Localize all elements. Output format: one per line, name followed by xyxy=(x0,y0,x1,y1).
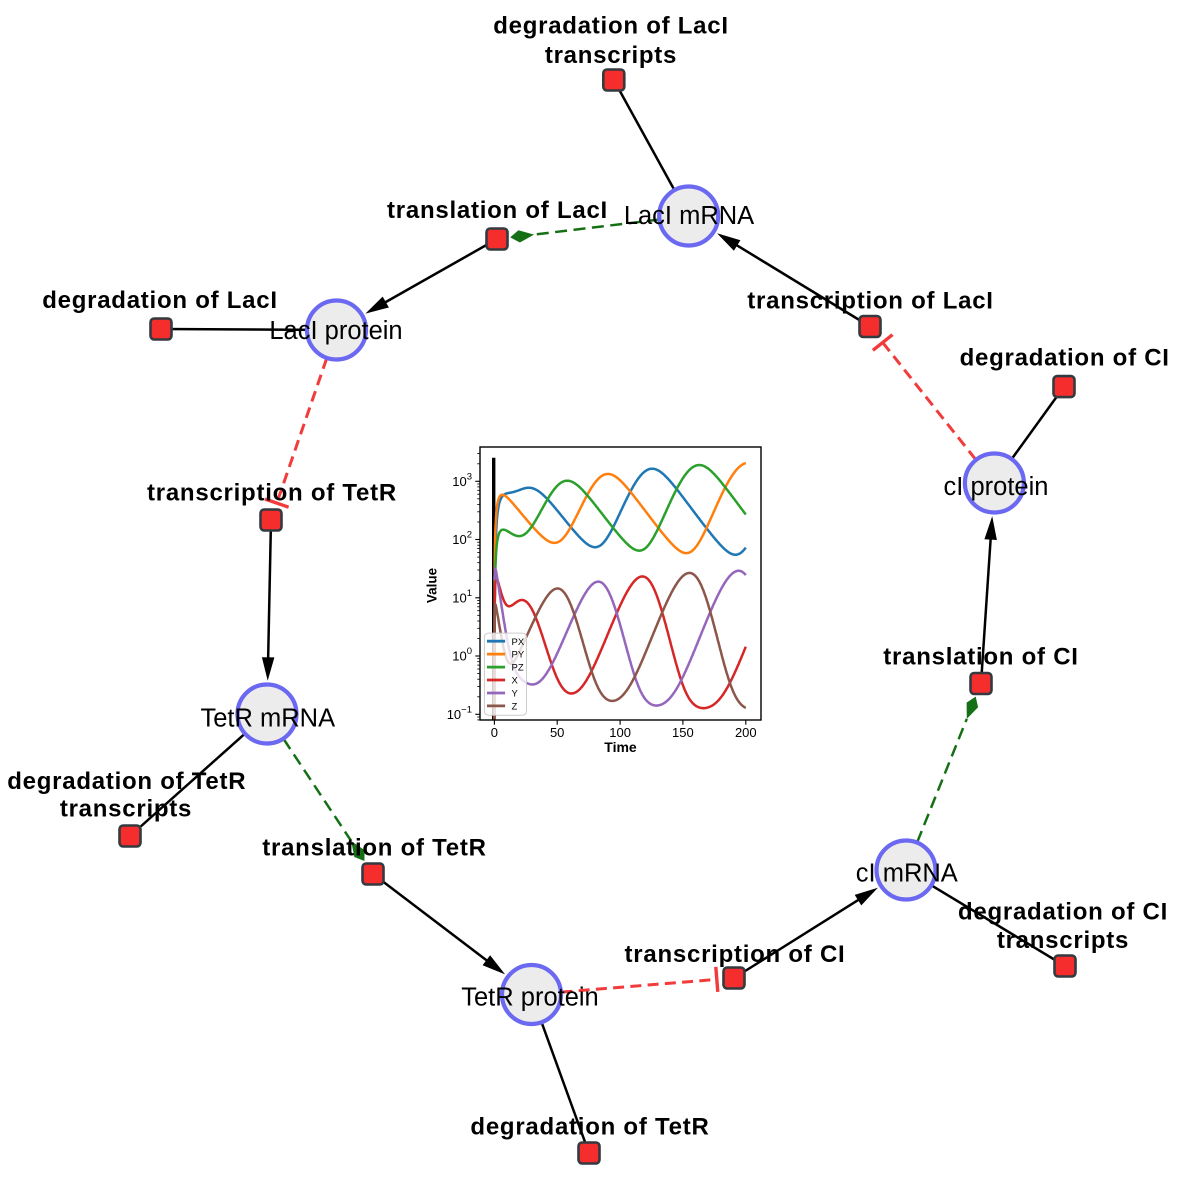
svg-text:degradation of TetR: degradation of TetR xyxy=(470,1114,709,1141)
svg-text:degradation of LacI: degradation of LacI xyxy=(42,287,278,314)
svg-text:transcription of LacI: transcription of LacI xyxy=(747,288,993,315)
svg-text:100: 100 xyxy=(609,725,631,740)
svg-text:Y: Y xyxy=(512,689,519,700)
svg-text:degradation of LacI: degradation of LacI xyxy=(493,13,729,40)
svg-text:degradation of CI: degradation of CI xyxy=(960,345,1170,372)
svg-text:translation of LacI: translation of LacI xyxy=(387,197,608,224)
svg-text:cI mRNA: cI mRNA xyxy=(856,860,958,888)
svg-text:PZ: PZ xyxy=(512,663,524,674)
svg-text:100: 100 xyxy=(452,646,472,664)
svg-text:TetR protein: TetR protein xyxy=(461,984,599,1012)
svg-text:transcripts: transcripts xyxy=(60,796,192,823)
svg-text:X: X xyxy=(512,676,519,687)
svg-text:translation of TetR: translation of TetR xyxy=(262,835,486,862)
svg-text:50: 50 xyxy=(550,725,564,740)
svg-text:transcription of CI: transcription of CI xyxy=(625,941,846,968)
svg-text:150: 150 xyxy=(672,725,694,740)
svg-text:Z: Z xyxy=(512,702,518,713)
svg-text:101: 101 xyxy=(452,588,472,606)
svg-text:LacI mRNA: LacI mRNA xyxy=(624,202,754,230)
svg-text:103: 103 xyxy=(452,471,472,489)
svg-text:10−1: 10−1 xyxy=(447,704,472,722)
svg-text:TetR mRNA: TetR mRNA xyxy=(200,705,335,733)
svg-text:LacI protein: LacI protein xyxy=(269,317,402,345)
svg-text:Time: Time xyxy=(604,739,637,755)
svg-text:cI protein: cI protein xyxy=(944,473,1049,501)
svg-text:translation of CI: translation of CI xyxy=(883,644,1078,671)
svg-text:102: 102 xyxy=(452,530,472,548)
svg-text:200: 200 xyxy=(735,725,757,740)
svg-text:PX: PX xyxy=(512,637,525,648)
svg-text:transcripts: transcripts xyxy=(997,927,1129,954)
svg-text:PY: PY xyxy=(512,650,525,661)
svg-text:transcripts: transcripts xyxy=(545,42,677,69)
svg-text:degradation of TetR: degradation of TetR xyxy=(7,768,246,795)
svg-text:transcription of TetR: transcription of TetR xyxy=(147,479,397,506)
svg-text:Value: Value xyxy=(425,567,440,603)
svg-text:0: 0 xyxy=(491,725,498,740)
svg-text:degradation of CI: degradation of CI xyxy=(958,898,1168,925)
